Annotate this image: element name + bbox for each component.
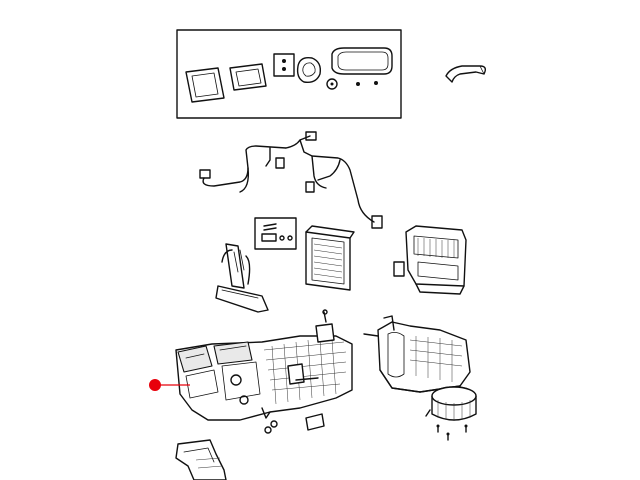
heater-core-icon[interactable] <box>215 243 269 313</box>
hvac-housing-icon[interactable] <box>175 309 353 434</box>
drain-duct-icon[interactable] <box>175 439 227 480</box>
upper-housing-icon[interactable] <box>393 225 467 295</box>
wiring-harness-icon[interactable] <box>199 131 383 229</box>
highlight-marker[interactable] <box>149 379 190 391</box>
evaporator-core-icon[interactable] <box>305 225 355 291</box>
duct-handle-icon[interactable] <box>445 65 487 83</box>
seal-kit-icon[interactable] <box>176 29 402 119</box>
blower-housing-icon[interactable] <box>363 315 471 393</box>
hardware-kit-icon[interactable] <box>254 217 297 250</box>
blower-motor-icon[interactable] <box>425 386 477 441</box>
